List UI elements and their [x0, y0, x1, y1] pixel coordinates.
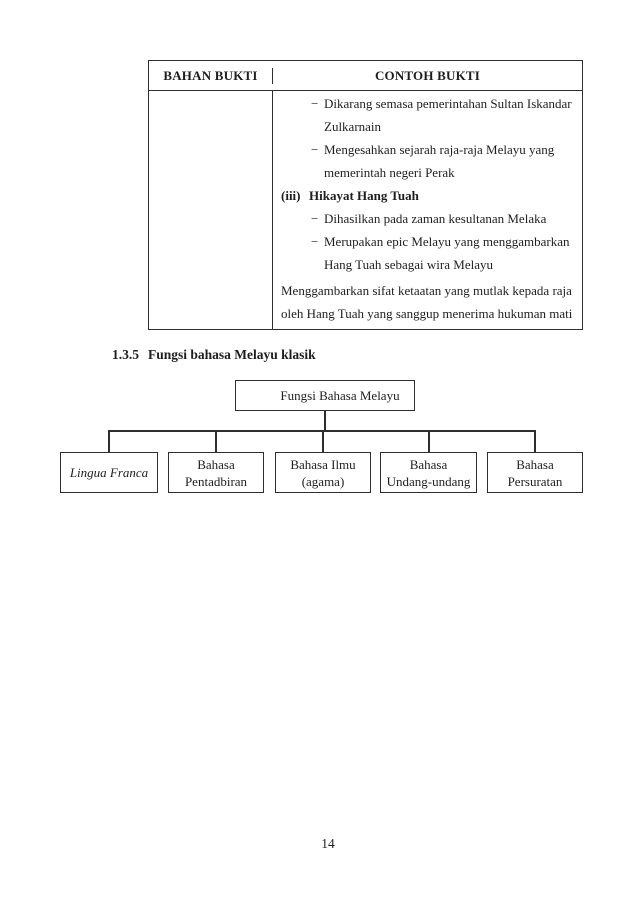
paragraph-line: Menggambarkan sifat ketaatan yang mutlak…	[281, 279, 578, 302]
bullet-text: Dikarang semasa pemerintahan Sultan Iska…	[324, 96, 572, 111]
bahan-bukti-cell-empty	[149, 91, 273, 329]
section-heading: 1.3.5 Fungsi bahasa Melayu klasik	[112, 346, 316, 364]
diagram-box-bahasa-undang-undang: Bahasa Undang-undang	[380, 452, 477, 493]
dash-bullet: −	[311, 96, 319, 111]
bullet-text: Zulkarnain	[324, 119, 382, 134]
dash-bullet: −	[311, 142, 319, 157]
section-number: 1.3.5	[112, 347, 139, 362]
continuation-line: memerintah negeri Perak	[281, 161, 578, 184]
diagram-box-lingua-franca: Lingua Franca	[60, 452, 158, 493]
paragraph-text: Menggambarkan sifat ketaatan yang mutlak…	[281, 283, 572, 298]
contoh-bukti-cell: − Dikarang semasa pemerintahan Sultan Is…	[273, 91, 582, 329]
diagram-box-label: Persuratan	[507, 473, 563, 489]
connector-drop-line	[428, 430, 430, 452]
bullet-line: − Merupakan epic Melayu yang menggambark…	[281, 230, 578, 253]
bullet-text: memerintah negeri Perak	[324, 165, 455, 180]
numbered-heading-line: (iii) Hikayat Hang Tuah	[281, 184, 578, 207]
bullet-line: − Mengesahkan sejarah raja-raja Melayu y…	[281, 138, 578, 161]
diagram-box-label: Bahasa Ilmu	[290, 456, 356, 472]
diagram-box-label: (agama)	[301, 473, 345, 489]
paragraph-text: oleh Hang Tuah yang sanggup menerima huk…	[281, 306, 573, 321]
diagram-box-label: Pentadbiran	[184, 473, 248, 489]
bullet-text: Merupakan epic Melayu yang menggambarkan	[324, 234, 570, 249]
diagram-box-label: Lingua Franca	[69, 465, 149, 480]
diagram-box-label: Undang-undang	[386, 473, 471, 489]
roman-numeral: (iii)	[281, 188, 301, 203]
table-header-row: BAHAN BUKTI CONTOH BUKTI	[149, 61, 582, 91]
diagram-box-label: Bahasa	[409, 456, 448, 472]
diagram-box-bahasa-persuratan: Bahasa Persuratan	[487, 452, 583, 493]
paragraph-line: oleh Hang Tuah yang sanggup menerima huk…	[281, 302, 578, 325]
connector-drop-line	[322, 430, 324, 452]
table-header-bahan-bukti: BAHAN BUKTI	[149, 67, 273, 84]
continuation-line: Hang Tuah sebagai wira Melayu	[281, 253, 578, 276]
diagram-root-box: Fungsi Bahasa Melayu	[235, 380, 415, 411]
diagram-box-label: Bahasa	[197, 456, 235, 472]
dash-bullet: −	[311, 211, 319, 226]
diagram-box-label: Bahasa	[516, 456, 554, 472]
bullet-text: Hang Tuah sebagai wira Melayu	[324, 257, 493, 272]
diagram-box-bahasa-pentadbiran: Bahasa Pentadbiran	[168, 452, 264, 493]
diagram-box-bahasa-ilmu: Bahasa Ilmu (agama)	[275, 452, 371, 493]
section-title: Fungsi bahasa Melayu klasik	[148, 347, 316, 362]
diagram-root-label: Fungsi Bahasa Melayu	[280, 387, 400, 403]
table-header-label: BAHAN BUKTI	[163, 67, 258, 83]
connector-drop-line	[108, 430, 110, 452]
table-header-contoh-bukti: CONTOH BUKTI	[273, 68, 582, 84]
table-body-row: − Dikarang semasa pemerintahan Sultan Is…	[149, 91, 582, 329]
connector-drop-line	[215, 430, 217, 452]
dash-bullet: −	[311, 234, 319, 249]
connector-drop-line	[534, 430, 536, 452]
bullet-text: Mengesahkan sejarah raja-raja Melayu yan…	[324, 142, 555, 157]
evidence-table: BAHAN BUKTI CONTOH BUKTI − Dikarang sema…	[148, 60, 583, 330]
table-header-label: CONTOH BUKTI	[374, 67, 481, 83]
page-number: 14	[321, 836, 335, 851]
connector-trunk-line	[324, 411, 326, 430]
bullet-line: − Dikarang semasa pemerintahan Sultan Is…	[281, 92, 578, 115]
bullet-text: Dihasilkan pada zaman kesultanan Melaka	[324, 211, 547, 226]
numbered-heading-text: Hikayat Hang Tuah	[309, 188, 419, 203]
continuation-line: Zulkarnain	[281, 115, 578, 138]
bullet-line: − Dihasilkan pada zaman kesultanan Melak…	[281, 207, 578, 230]
